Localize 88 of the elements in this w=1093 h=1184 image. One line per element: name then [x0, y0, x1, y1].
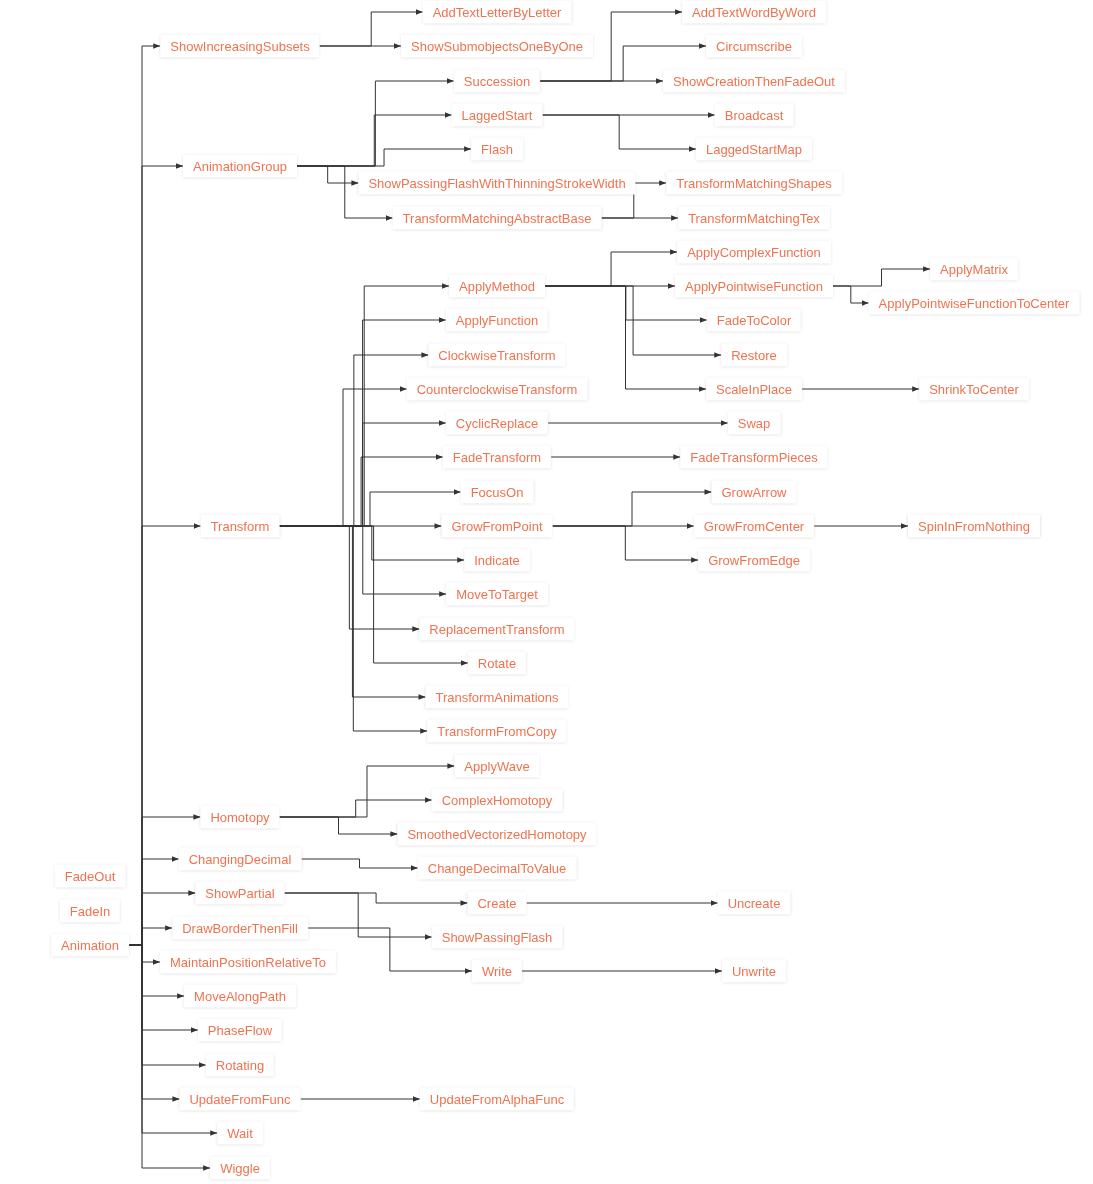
class-box: Create — [467, 891, 527, 915]
class-box: ApplyPointwiseFunction — [675, 274, 833, 298]
class-box: UpdateFromAlphaFunc — [419, 1087, 575, 1111]
class-box: PhaseFlow — [197, 1018, 283, 1042]
arrow — [300, 858, 419, 871]
arrow — [296, 165, 394, 221]
class-box: LaggedStartMap — [695, 137, 813, 161]
class-box: ChangeDecimalToValue — [417, 856, 577, 880]
class-box: Broadcast — [714, 103, 794, 127]
class-box: FadeTransform — [442, 445, 552, 469]
arrow — [541, 114, 697, 152]
class-box: Wait — [217, 1121, 263, 1145]
class-box: Transform — [200, 514, 280, 538]
class-box: ShowPartial — [195, 881, 285, 905]
arrow — [539, 78, 664, 84]
arrow — [550, 454, 681, 460]
arrow — [547, 420, 729, 426]
class-box: Unwrite — [721, 959, 787, 983]
class-box: FadeIn — [59, 899, 121, 923]
class-box: FadeToColor — [706, 308, 802, 332]
class-box: Animation — [51, 933, 129, 957]
class-box: ShowPassingFlash — [431, 925, 563, 949]
arrow — [552, 525, 699, 563]
class-box: ApplyFunction — [445, 308, 549, 332]
arrow — [279, 816, 398, 837]
class-box: ApplyPointwiseFunctionToCenter — [868, 291, 1080, 315]
class-box: Write — [471, 959, 523, 983]
arrow — [813, 523, 909, 529]
class-box: GrowFromEdge — [698, 548, 810, 572]
class-box: ShowCreationThenFadeOut — [663, 69, 845, 93]
class-box: SmoothedVectorizedHomotopy — [397, 822, 597, 846]
class-box: AnimationGroup — [183, 154, 297, 178]
class-box: Rotate — [467, 651, 527, 675]
class-box: LaggedStart — [451, 103, 543, 127]
class-box: MoveAlongPath — [184, 984, 296, 1008]
arrow — [319, 43, 402, 49]
class-box: TransformMatchingShapes — [666, 171, 842, 195]
class-box: SpinInFromNothing — [908, 514, 1040, 538]
class-box: ApplyWave — [454, 754, 540, 778]
class-box: AddTextLetterByLetter — [422, 0, 572, 24]
class-box: MaintainPositionRelativeTo — [159, 950, 337, 974]
arrow — [526, 900, 719, 906]
class-box: Flash — [471, 137, 523, 161]
class-box: Rotating — [205, 1053, 275, 1077]
class-box: ShowSubmobjectsOneByOne — [401, 34, 593, 58]
class-box: Circumscribe — [706, 34, 802, 58]
class-box: CyclicReplace — [445, 411, 549, 435]
class-box: GrowFromPoint — [441, 514, 553, 538]
class-box: Homotopy — [200, 805, 280, 829]
arrow — [832, 285, 870, 306]
class-box: ClockwiseTransform — [428, 343, 566, 367]
class-box: FadeTransformPieces — [680, 445, 828, 469]
class-box: MoveToTarget — [446, 582, 548, 606]
class-box: Indicate — [464, 548, 530, 572]
class-box: ApplyMatrix — [930, 257, 1018, 281]
class-box: CounterclockwiseTransform — [406, 377, 588, 401]
class-box: ShrinkToCenter — [919, 377, 1029, 401]
arrow — [600, 215, 679, 221]
class-box: AddTextWordByWord — [682, 0, 826, 24]
class-box: ShowIncreasingSubsets — [160, 34, 320, 58]
class-box: Succession — [453, 69, 541, 93]
class-box: ShowPassingFlashWithThinningStrokeWidth — [358, 171, 636, 195]
class-box: TransformAnimations — [425, 685, 569, 709]
class-box: Uncreate — [717, 891, 791, 915]
class-box: Swap — [727, 411, 781, 435]
class-box: DrawBorderThenFill — [172, 916, 308, 940]
class-box: FadeOut — [54, 864, 126, 888]
class-box: FocusOn — [460, 480, 534, 504]
class-box: TransformMatchingTex — [678, 206, 830, 230]
class-box: ApplyMethod — [449, 274, 545, 298]
class-box: TransformFromCopy — [427, 719, 567, 743]
arrow — [300, 1096, 421, 1102]
arrow — [307, 927, 473, 974]
arrow — [801, 386, 920, 392]
class-box: GrowArrow — [711, 480, 797, 504]
class-box: UpdateFromFunc — [179, 1087, 301, 1111]
arrow — [128, 944, 211, 1171]
class-box: Wiggle — [210, 1156, 270, 1180]
arrow — [544, 285, 707, 392]
class-box: ComplexHomotopy — [431, 788, 563, 812]
class-box: ReplacementTransform — [419, 617, 575, 641]
arrow — [521, 968, 723, 974]
class-box: GrowFromCenter — [693, 514, 815, 538]
class-box: ChangingDecimal — [178, 847, 302, 871]
class-box: ApplyComplexFunction — [677, 240, 831, 264]
class-box: TransformMatchingAbstractBase — [392, 206, 602, 230]
class-box: ScaleInPlace — [706, 377, 802, 401]
class-box: Restore — [721, 343, 787, 367]
